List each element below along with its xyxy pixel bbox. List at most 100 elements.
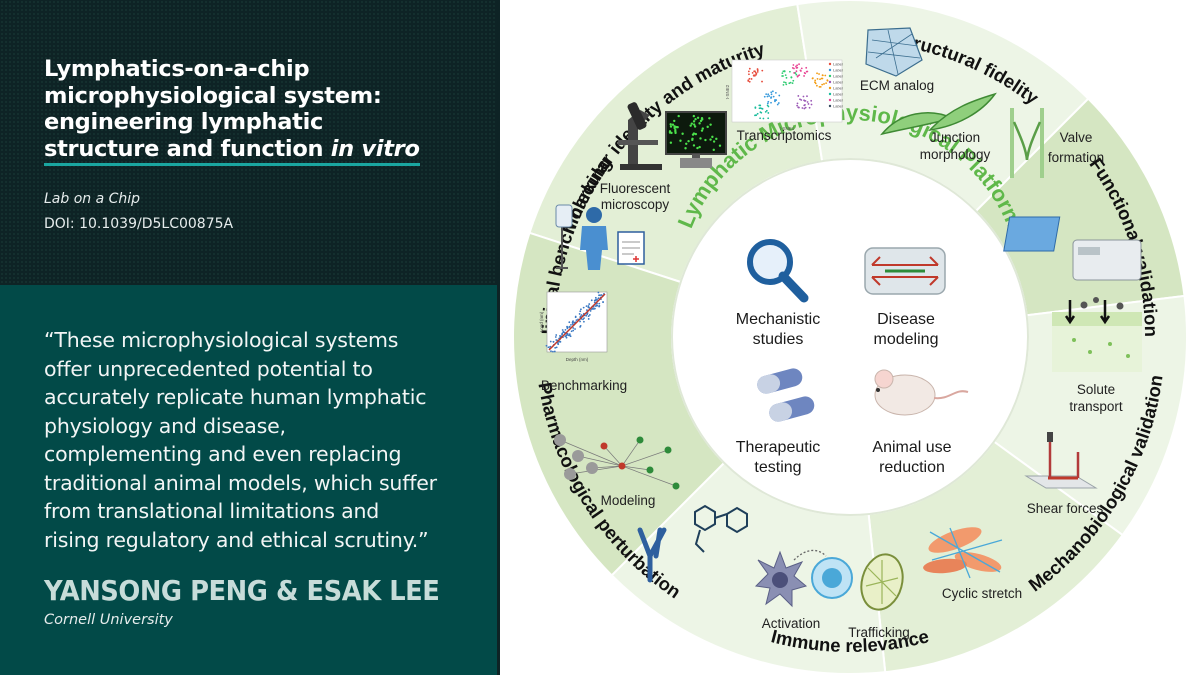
label-benchmarking: Benchmarking — [541, 378, 627, 393]
monitor-cell — [715, 137, 718, 141]
mouse-icon — [874, 369, 969, 416]
tsne-legend-label: Label — [833, 86, 843, 91]
bench-dot — [553, 350, 556, 353]
monitor-cell — [674, 125, 678, 129]
quote: “These microphysiological systems offer … — [44, 326, 484, 554]
lymph-node-icon — [860, 553, 904, 611]
authors: YANSONG PENG & ESAK LEE — [44, 574, 440, 607]
tsne-dot — [810, 99, 813, 102]
bench-dot — [555, 339, 558, 341]
network-node — [564, 468, 576, 480]
tsne-dot — [761, 80, 763, 83]
network-node — [636, 436, 644, 444]
quote-line: traditional animal models, which suffer — [44, 470, 437, 495]
label-ecm-analog: ECM analog — [860, 78, 934, 93]
tsne-dot — [789, 81, 792, 84]
monitor-cell — [699, 119, 703, 123]
monitor-cell — [681, 132, 684, 135]
title-line-4-text: structure and function — [44, 135, 331, 162]
network-edge — [621, 465, 651, 471]
monitor-cell — [691, 138, 694, 142]
monitor-cell — [677, 114, 680, 118]
monitor-cell — [699, 137, 702, 140]
tsne-dot — [804, 106, 807, 109]
label-valve-1: Valve — [1060, 130, 1093, 145]
tsne-dot — [806, 95, 808, 98]
network-node — [672, 482, 680, 490]
bench-dot — [561, 329, 564, 331]
tsne-legend-dot — [828, 104, 832, 108]
tsne-dot — [796, 75, 799, 78]
label-transcriptomics: Transcriptomics — [737, 128, 832, 143]
tsne-dot — [807, 103, 810, 105]
network-edge — [603, 445, 623, 467]
tsne-dot — [752, 74, 755, 77]
tsne-dot — [810, 103, 813, 106]
network-node — [600, 442, 608, 450]
tsne-dot — [768, 95, 771, 97]
monitor-cell — [674, 130, 677, 133]
center-therapeutic-1: Therapeutic — [736, 439, 821, 456]
tsne-dot — [783, 70, 786, 72]
bench-dot — [568, 334, 571, 337]
tsne-dot — [811, 77, 814, 80]
network-edge — [577, 455, 623, 467]
tsne-dot — [816, 77, 819, 80]
bench-dot — [579, 324, 582, 327]
tsne-dot — [801, 107, 804, 109]
bench-dot — [570, 330, 573, 333]
tsne-dot — [815, 84, 818, 87]
tsne-dot — [814, 82, 817, 85]
label-cyclic-stretch: Cyclic stretch — [942, 586, 1022, 601]
tsne-dot — [819, 85, 822, 88]
tsne-dot — [806, 70, 809, 73]
monitor-cell — [685, 142, 688, 145]
title-italic: in vitro — [330, 135, 420, 162]
bench-dot — [564, 329, 567, 331]
center-animal-1: Animal use — [872, 439, 951, 456]
tsne-dot — [797, 95, 800, 97]
tsne-legend-dot — [828, 86, 832, 90]
tsne-dot — [796, 104, 799, 107]
monitor-cell — [692, 123, 696, 126]
tsne-dot — [798, 63, 800, 66]
tsne-dot — [792, 79, 795, 82]
network-edge — [559, 439, 623, 467]
bench-dot — [568, 333, 571, 335]
monitor-cell — [696, 146, 699, 150]
tsne-dot — [803, 99, 805, 102]
quote-line: accurately replicate human lymphatic — [44, 385, 427, 409]
monitor-cell — [690, 122, 694, 125]
bench-dot — [594, 296, 597, 299]
bench-dot — [598, 304, 601, 307]
monitor-cell — [704, 138, 707, 142]
tsne-dot — [789, 70, 791, 73]
monitor-cell — [693, 125, 697, 128]
bench-dot — [545, 344, 548, 347]
journal-name: Lab on a Chip — [44, 191, 141, 207]
tsne-dot — [760, 111, 763, 114]
tsne-dot — [785, 76, 788, 79]
bench-dot — [566, 325, 568, 328]
monitor-cell — [669, 123, 672, 126]
bench-dot — [587, 318, 590, 320]
title-line-2: microphysiological system: — [44, 82, 382, 109]
tsne-dot — [796, 64, 799, 67]
antibody-icon — [637, 527, 667, 583]
tsne-dot — [750, 78, 753, 80]
tsne-dot — [784, 74, 787, 77]
tsne-dot — [747, 80, 750, 82]
center-mechanistic-2: studies — [753, 331, 804, 348]
tsne-dot — [771, 90, 774, 93]
bench-dot — [550, 350, 552, 353]
tsne-legend-label: Label — [833, 74, 843, 79]
tsne-dot — [766, 95, 769, 98]
tsne-legend-label: Label — [833, 98, 843, 103]
tsne-dot — [751, 72, 754, 74]
bench-dot — [590, 299, 593, 302]
bench-dot — [578, 313, 581, 315]
tsne-legend-label: Label — [833, 68, 843, 73]
label-fluorescent-1: Fluorescent — [600, 181, 671, 196]
title-line-3: engineering lymphatic — [44, 109, 324, 135]
tsne-dot — [798, 74, 801, 76]
